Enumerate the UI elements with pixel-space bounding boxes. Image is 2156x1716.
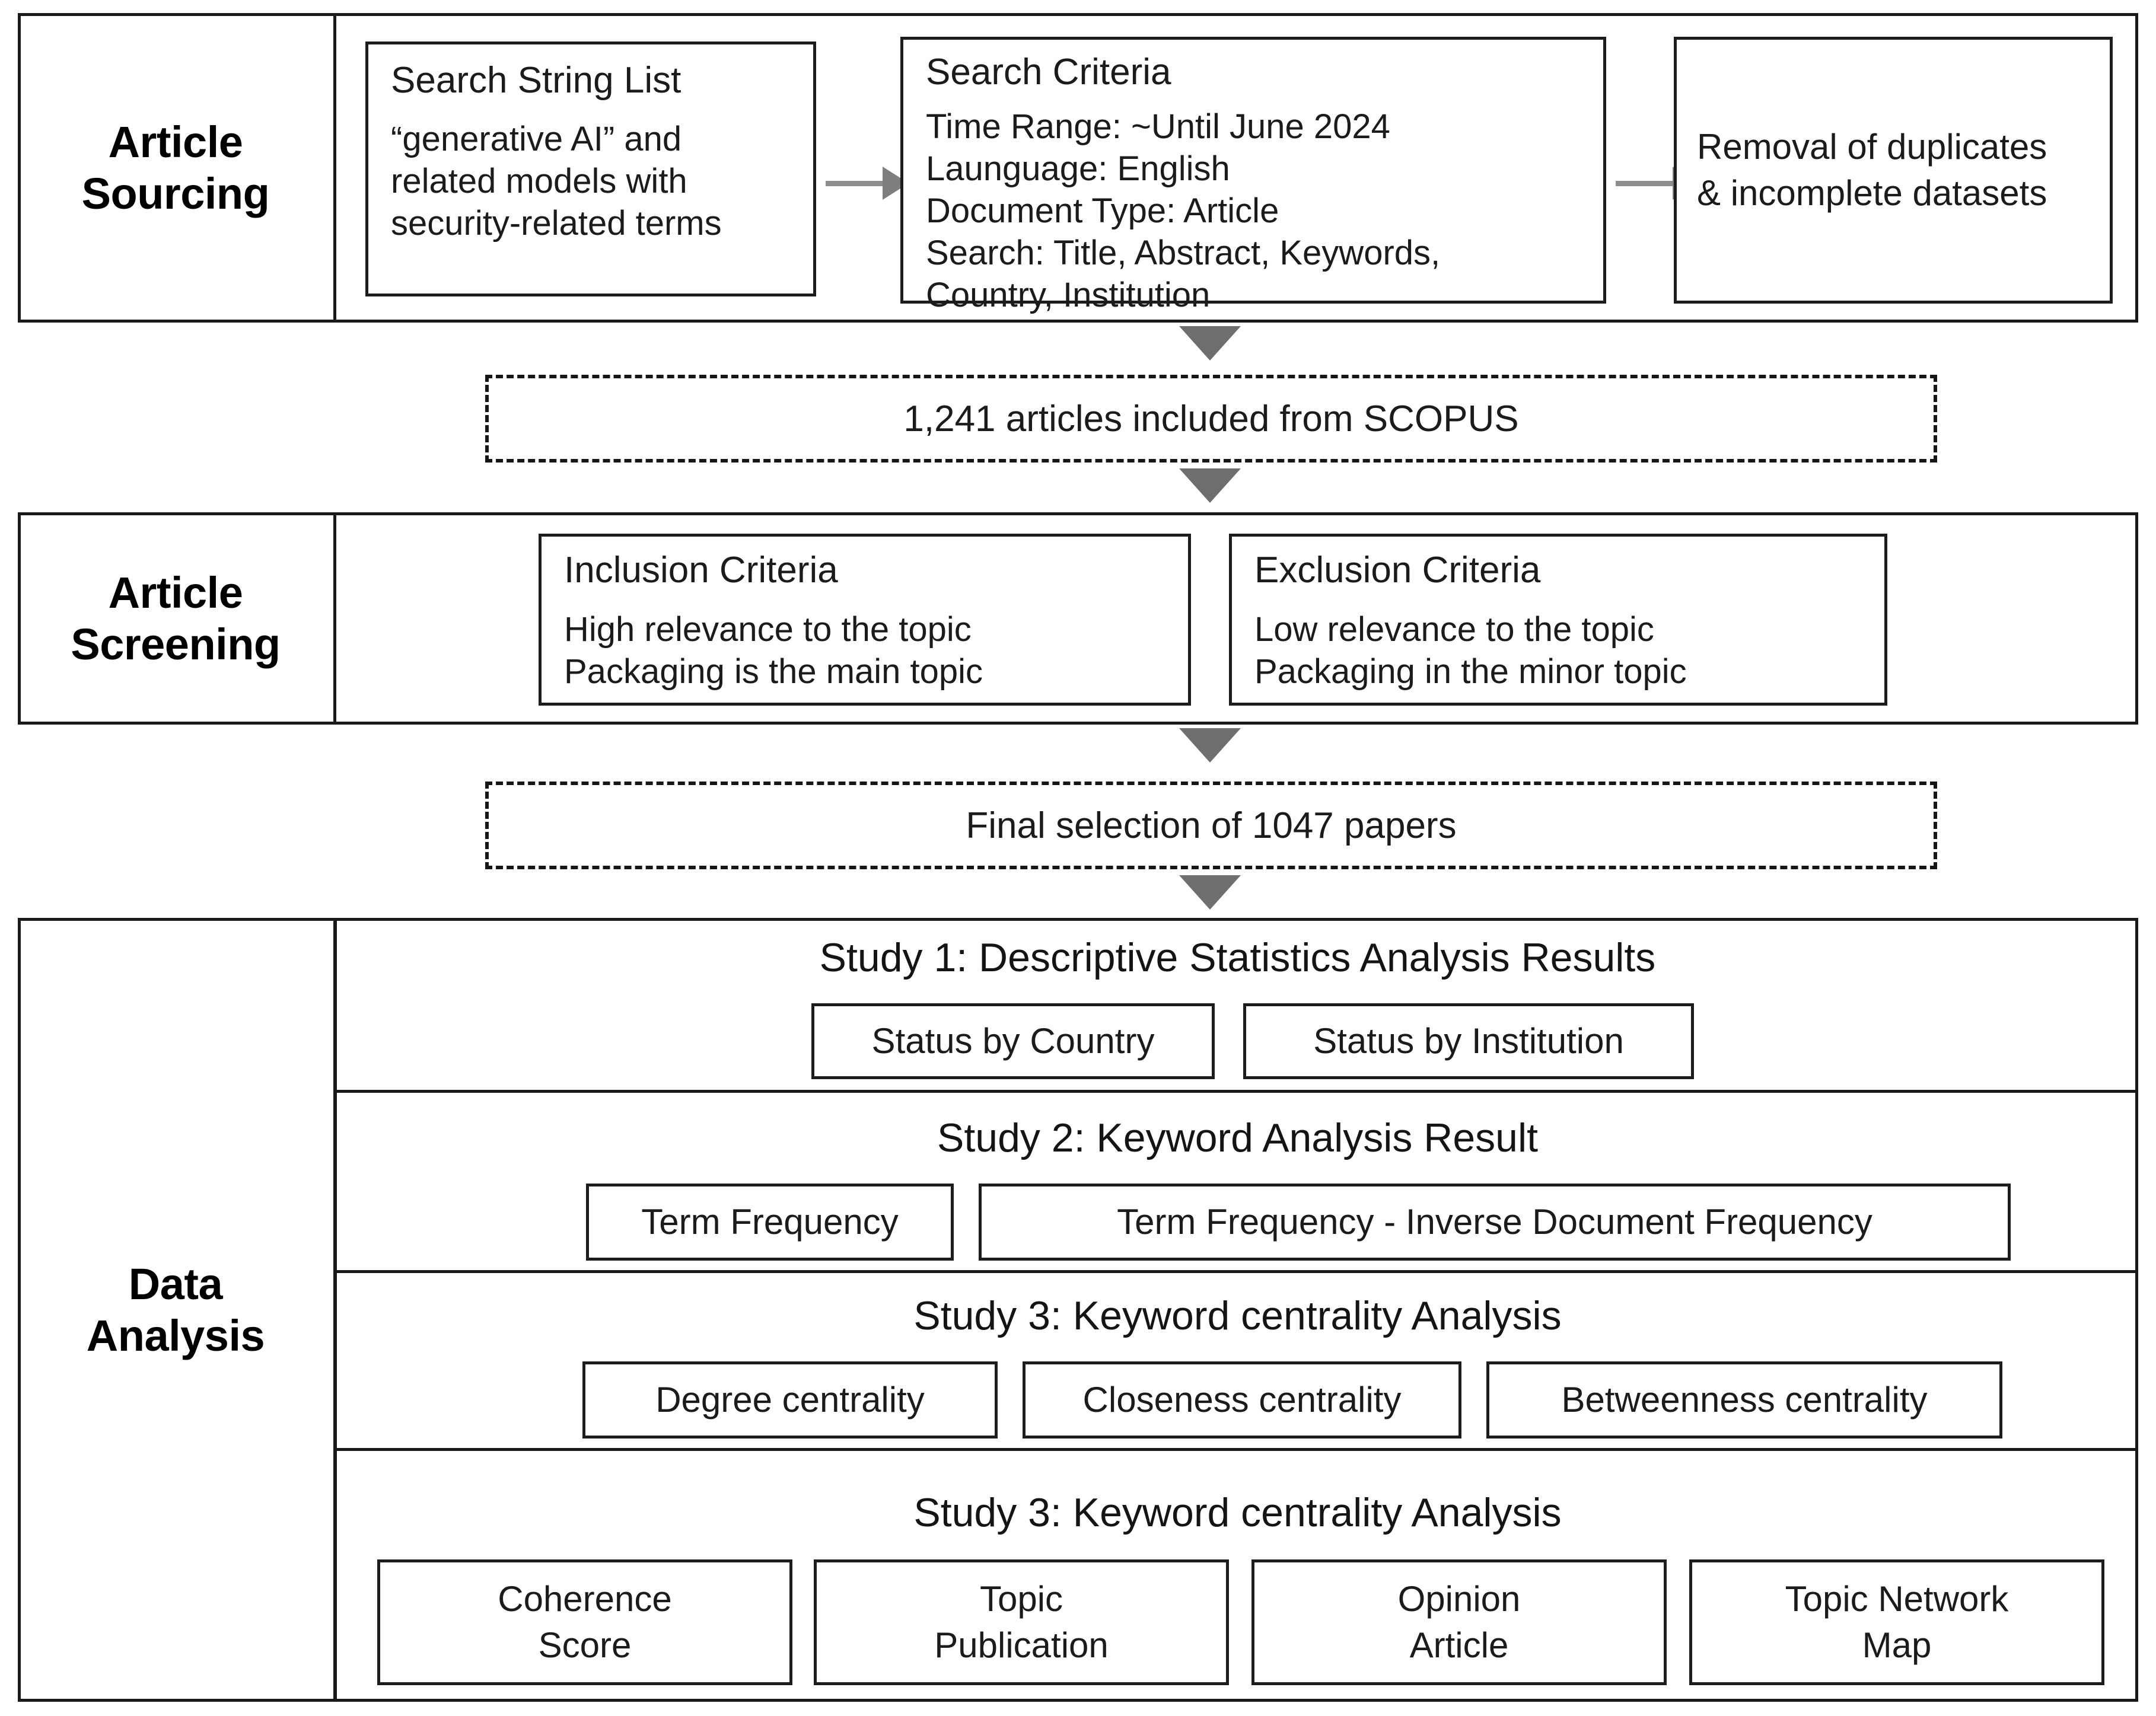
included-articles-banner: 1,241 articles included from SCOPUS: [485, 375, 1937, 463]
search-string-list-title: Search String List: [391, 60, 681, 101]
study3a-item-label: Closeness centrality: [1082, 1380, 1402, 1420]
search-criteria-line-1: Launguage: English: [926, 149, 1230, 188]
flow-arrow-banner-to-screening: [1179, 468, 1241, 503]
search-criteria-line-0: Time Range: ~Until June 2024: [926, 107, 1390, 146]
inclusion-criteria-line-1: Packaging is the main topic: [564, 652, 983, 691]
study3a-item-label: Betweenness centrality: [1561, 1380, 1928, 1420]
search-criteria-box: Search Criteria Time Range: ~Until June …: [900, 37, 1606, 314]
study3b-item-label: Opinion Article: [1397, 1579, 1521, 1665]
exclusion-criteria-title: Exclusion Criteria: [1254, 550, 1541, 591]
study2-band-separator: [337, 1270, 2138, 1273]
arrow-shaft: [1616, 180, 1673, 186]
removal-duplicates-text: Removal of duplicates & incomplete datas…: [1697, 127, 2047, 213]
search-criteria-line-2: Document Type: Article: [926, 192, 1279, 230]
exclusion-criteria-line-0: Low relevance to the topic: [1254, 610, 1654, 649]
included-articles-text: 1,241 articles included from SCOPUS: [903, 398, 1519, 439]
study1-item-label: Status by Country: [871, 1021, 1155, 1061]
inclusion-criteria-title: Inclusion Criteria: [564, 550, 838, 591]
screening-row-divider: [333, 512, 336, 725]
study3b-item-opinion-article: Opinion Article: [1251, 1559, 1667, 1685]
search-criteria-line-3: Search: Title, Abstract, Keywords,: [926, 234, 1441, 272]
data-analysis-row-divider: [333, 918, 337, 1702]
removal-duplicates-box: Removal of duplicates & incomplete datas…: [1674, 37, 2113, 304]
flow-arrow-screening-to-final: [1179, 728, 1241, 763]
study3b-item-label: Topic Network Map: [1785, 1579, 2009, 1665]
final-selection-banner: Final selection of 1047 papers: [485, 782, 1937, 869]
stage-label-article-sourcing: Article Sourcing: [81, 117, 270, 218]
study3a-heading: Study 3: Keyword centrality Analysis: [913, 1293, 1562, 1338]
inclusion-criteria-box: Inclusion Criteria High relevance to the…: [539, 534, 1191, 706]
study1-item-status-by-country: Status by Country: [811, 1003, 1215, 1079]
study2-heading: Study 2: Keyword Analysis Result: [937, 1115, 1538, 1160]
flow-arrow-final-to-analysis: [1179, 875, 1241, 910]
flow-arrow-sourcing-to-banner: [1179, 326, 1241, 361]
study1-band-separator: [337, 1090, 2138, 1093]
study3a-band-separator: [337, 1448, 2138, 1451]
search-criteria-title: Search Criteria: [926, 52, 1171, 93]
study2-item-label: Term Frequency - Inverse Document Freque…: [1117, 1202, 1872, 1242]
exclusion-criteria-box: Exclusion Criteria Low relevance to the …: [1229, 534, 1887, 706]
study3b-item-coherence-score: Coherence Score: [377, 1559, 792, 1685]
study1-item-label: Status by Institution: [1313, 1021, 1624, 1061]
study1-heading: Study 1: Descriptive Statistics Analysis…: [819, 935, 1656, 980]
arrow-search-string-to-criteria: [826, 167, 909, 200]
stage-label-article-screening: Article Screening: [71, 567, 281, 669]
study3a-item-closeness-centrality: Closeness centrality: [1023, 1361, 1461, 1438]
stage-label-data-analysis: Data Analysis: [86, 1259, 265, 1360]
final-selection-text: Final selection of 1047 papers: [966, 805, 1457, 846]
study2-item-label: Term Frequency: [641, 1202, 899, 1242]
search-string-list-box: Search String List “generative AI” and r…: [365, 42, 816, 296]
inclusion-criteria-line-0: High relevance to the topic: [564, 610, 972, 649]
sourcing-row-divider: [333, 13, 336, 323]
search-criteria-line-4: Country, Institution: [926, 276, 1211, 314]
exclusion-criteria-line-1: Packaging in the minor topic: [1254, 652, 1687, 691]
study3a-item-degree-centrality: Degree centrality: [582, 1361, 998, 1438]
study3b-item-topic-network-map: Topic Network Map: [1689, 1559, 2104, 1685]
study3b-heading: Study 3: Keyword centrality Analysis: [913, 1490, 1562, 1535]
arrow-shaft: [826, 180, 883, 186]
search-string-list-body: “generative AI” and related models with …: [391, 120, 722, 243]
study3b-item-topic-publication: Topic Publication: [814, 1559, 1229, 1685]
study3b-item-label: Topic Publication: [934, 1579, 1109, 1665]
study3a-item-label: Degree centrality: [655, 1380, 925, 1420]
study2-item-tfidf: Term Frequency - Inverse Document Freque…: [979, 1184, 2011, 1261]
study3b-item-label: Coherence Score: [498, 1579, 672, 1665]
study2-item-term-frequency: Term Frequency: [586, 1184, 954, 1261]
study1-item-status-by-institution: Status by Institution: [1243, 1003, 1694, 1079]
study3a-item-betweenness-centrality: Betweenness centrality: [1486, 1361, 2002, 1438]
